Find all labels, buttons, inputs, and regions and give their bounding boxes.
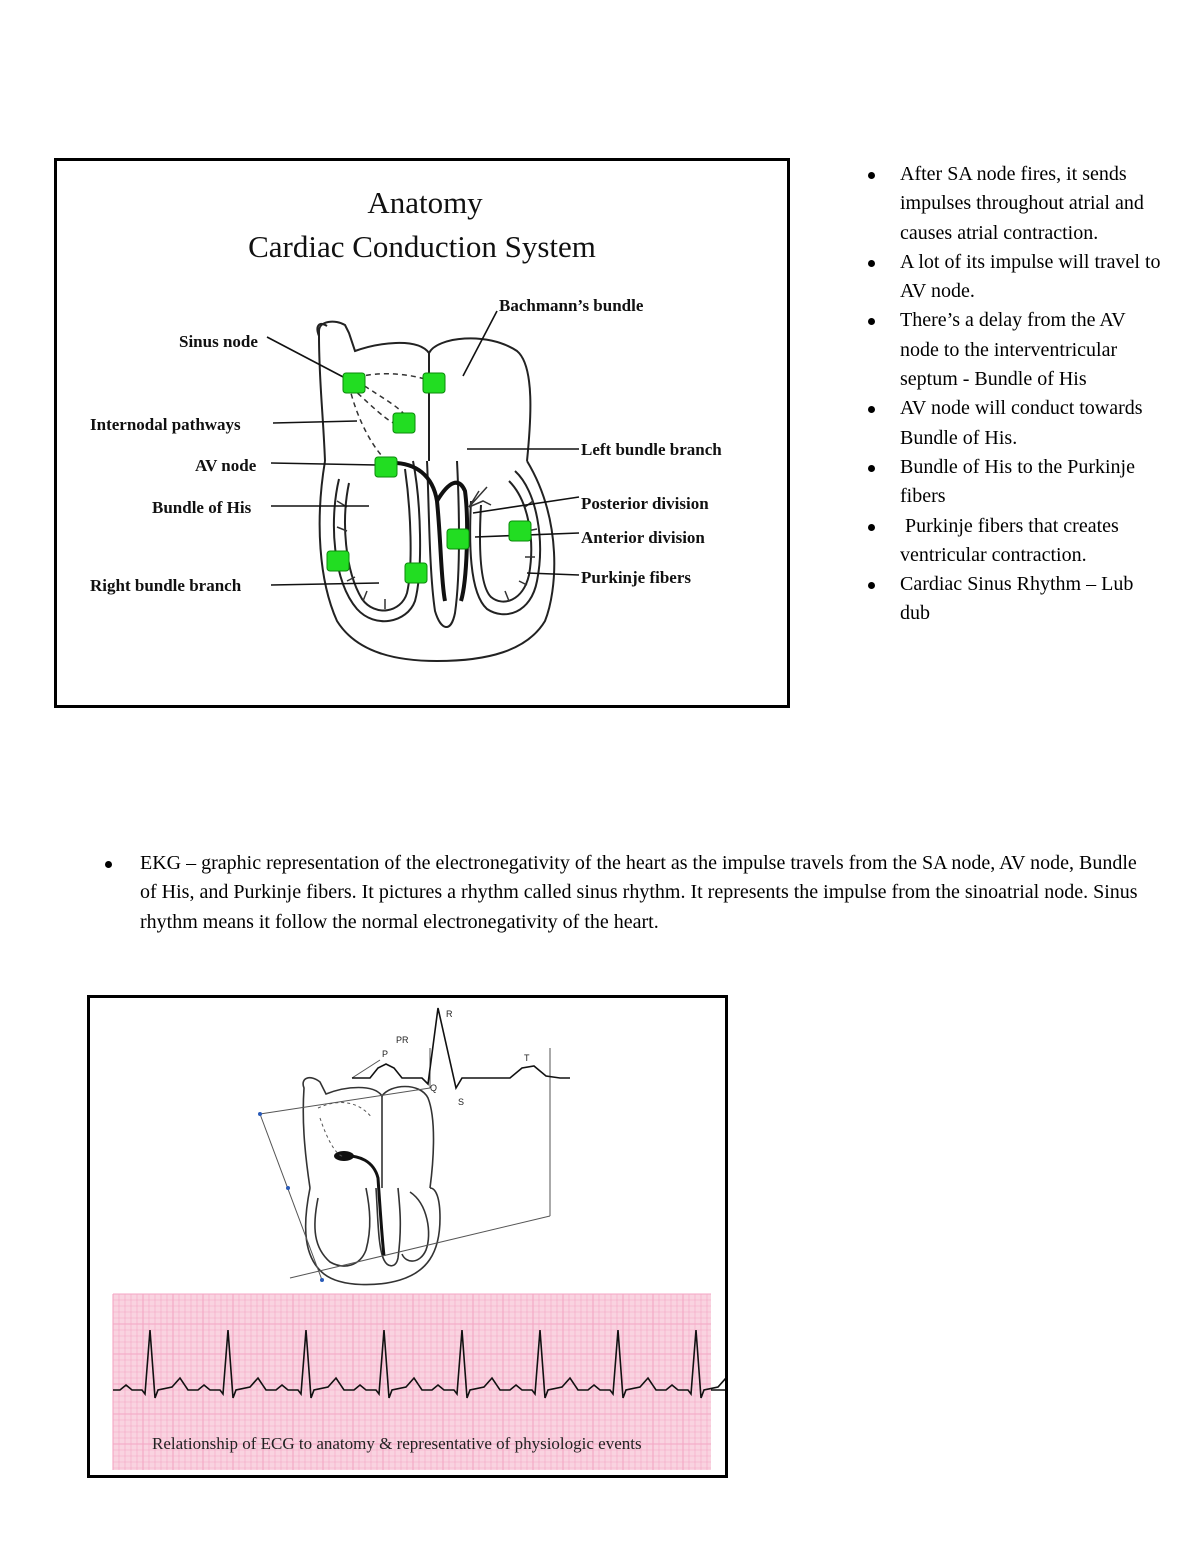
label-internodal-pathways: Internodal pathways — [90, 415, 241, 434]
label-sinus-node: Sinus node — [179, 332, 258, 351]
cardiac-conduction-figure: Anatomy Cardiac Conduction System Sinus … — [54, 158, 790, 708]
wave-label-q: Q — [430, 1083, 438, 1093]
heart-conduction-diagram — [266, 310, 580, 663]
bullet-item: Purkinje fibers that creates ventricular… — [862, 512, 1162, 571]
figure-title-line2: Cardiac Conduction System — [248, 229, 596, 264]
wave-label-r: R — [446, 1009, 453, 1019]
label-av-node: AV node — [195, 456, 257, 475]
conduction-bullet-list: After SA node fires, it sends impulses t… — [862, 160, 1162, 629]
wave-label-t: T — [524, 1053, 530, 1063]
label-bachmanns-bundle: Bachmann’s bundle — [499, 296, 644, 315]
label-right-bundle-branch: Right bundle branch — [90, 576, 242, 595]
bullet-item: Bundle of His to the Purkinje fibers — [862, 453, 1162, 512]
node-marker-sinus — [342, 372, 366, 394]
ekg-bullet-list: EKG – graphic representation of the elec… — [100, 849, 1140, 937]
node-marker-av — [374, 456, 398, 478]
bullet-item: AV node will conduct towards Bundle of H… — [862, 394, 1162, 453]
bullet-item: After SA node fires, it sends impulses t… — [862, 160, 1162, 248]
node-marker-bachmann — [422, 372, 446, 394]
ecg-figure-caption: Relationship of ECG to anatomy & represe… — [152, 1434, 642, 1453]
bullet-item: Cardiac Sinus Rhythm – Lub dub — [862, 570, 1162, 629]
figure-title-line1: Anatomy — [367, 185, 483, 220]
ecg-strip — [112, 1293, 725, 1470]
wave-label-p: P — [382, 1049, 389, 1059]
label-bundle-of-his: Bundle of His — [152, 498, 252, 517]
ecg-anatomy-diagram — [112, 1007, 725, 1470]
node-marker-right2 — [404, 562, 428, 584]
ecg-relationship-figure: R P PR Q S T — [87, 995, 728, 1478]
wave-label-pr: PR — [396, 1035, 409, 1045]
label-left-bundle-branch: Left bundle branch — [581, 440, 722, 459]
ekg-definition-bullet: EKG – graphic representation of the elec… — [100, 849, 1140, 937]
bullet-item: A lot of its impulse will travel to AV n… — [862, 248, 1162, 307]
label-purkinje-fibers: Purkinje fibers — [581, 568, 692, 587]
node-marker-his — [446, 528, 470, 550]
node-marker-anterior — [508, 520, 532, 542]
wave-label-s: S — [458, 1097, 465, 1107]
label-posterior-division: Posterior division — [581, 494, 709, 513]
bullet-item: There’s a delay from the AV node to the … — [862, 306, 1162, 394]
node-marker-internodal — [392, 412, 416, 434]
label-anterior-division: Anterior division — [581, 528, 705, 547]
node-marker-right — [326, 550, 350, 572]
